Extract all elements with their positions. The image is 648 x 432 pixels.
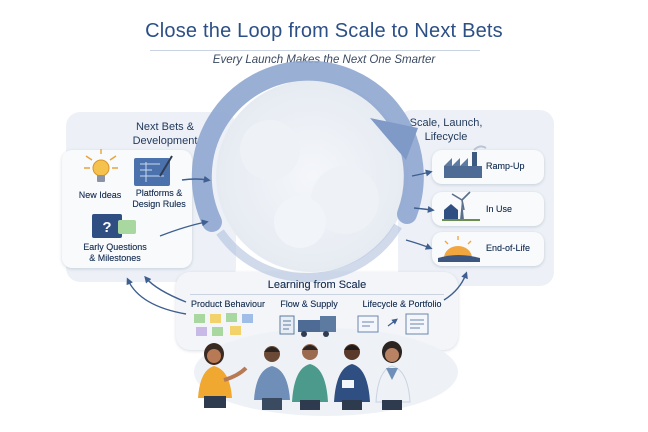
next-bets-heading: Next Bets & Development [132,121,198,148]
lightbulb-icon [84,149,118,182]
end-of-life-label: End-of-Life [486,243,531,253]
scale-heading: Scale, Launch, Lifecycle [409,117,483,144]
svg-text:?: ? [102,219,111,236]
title-divider [150,50,480,51]
flow-supply-label: Flow & Supply [280,299,338,309]
ramp-up-label: Ramp-Up [486,161,525,171]
next-bets-card [62,150,192,268]
lifecycle-portfolio-label: Lifecycle & Portfolio [362,299,442,309]
platforms-label: Platforms & Design Rules [132,188,186,210]
learning-divider [190,294,444,295]
early-questions-label: Early Questions & Milestones [83,242,147,264]
new-ideas-label: New Ideas [78,190,122,200]
truck-icon [279,315,336,337]
learning-heading: Learning from Scale [267,279,367,291]
connector-arrows [126,169,468,315]
factory-icon [444,145,487,178]
product-behaviour-label: Product Behaviour [190,299,266,309]
page-title: Close the Loop from Scale to Next Bets [145,20,503,42]
team-people-icon [198,341,411,410]
report-icon [357,313,429,335]
learning-heading: Learning from Scale [267,279,367,291]
ramp-up-label: Ramp-Up [486,161,525,171]
lifecycle-portfolio-label: Lifecycle & Portfolio [362,299,442,309]
in-use-label: In Use [486,204,513,214]
product-behaviour-label: Product Behaviour [190,299,266,309]
in-use-label: In Use [486,204,513,214]
end-of-life-label: End-of-Life [486,243,531,253]
new-ideas-label: New Ideas [78,190,122,200]
blueprint-icon [134,155,173,186]
sunset-icon [438,236,480,262]
sticky-notes-icon [194,313,253,336]
page-subtitle: Every Launch Makes the Next One Smarter [212,54,436,66]
question-icon: ? [92,214,136,238]
platforms-label: Platforms & Design Rules [132,188,186,210]
loop-arrow-icon [191,60,424,283]
flow-supply-label: Flow & Supply [280,299,338,309]
wind-turbine-icon [442,191,480,221]
early-questions-label: Early Questions & Milestones [83,242,147,264]
